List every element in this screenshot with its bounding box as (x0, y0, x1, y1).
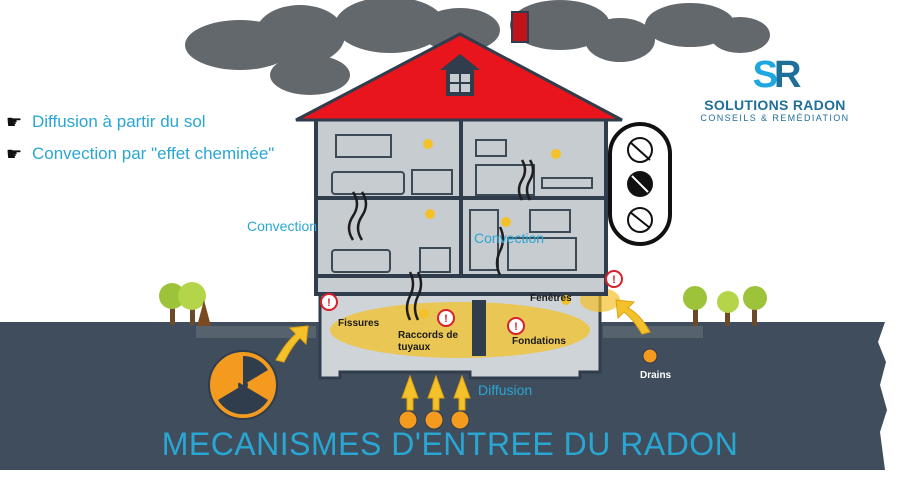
label-drains: Drains (640, 370, 672, 381)
label-fissures: Fissures (338, 318, 380, 329)
pointing-hand-icon: ☛ (6, 112, 23, 132)
pointing-hand-icon: ☛ (6, 144, 23, 164)
bullet-text: Diffusion à partir du sol (32, 112, 206, 131)
bullet-convection: ☛ Convection par "effet cheminée" (6, 142, 306, 166)
logo-name: SOLUTIONS RADON (704, 97, 846, 113)
roof-window (440, 54, 480, 96)
furniture (331, 134, 593, 273)
radon-entry-arrows (275, 299, 651, 411)
radon-symbols (419, 139, 571, 319)
mechanism-bullet-list: ☛ Diffusion à partir du sol ☛ Convection… (6, 110, 306, 174)
svg-text:!: ! (612, 274, 616, 286)
label-convection-right: Convection (474, 230, 545, 246)
label-fenetres: Fenêtres (530, 293, 572, 304)
bullet-diffusion: ☛ Diffusion à partir du sol (6, 110, 306, 134)
warning-markers: ! ! ! ! (320, 270, 623, 335)
label-convection-left: Convection (247, 218, 318, 234)
logo-tagline: CONSEILS & REMÉDIATION (700, 113, 850, 123)
health-warning-panel (608, 122, 672, 246)
solutions-radon-logo: SR SOLUTIONS RADON CONSEILS & REMÉDIATIO… (690, 55, 860, 123)
clouds (185, 0, 770, 95)
page-title: MECANISMES D'ENTREE DU RADON (161, 426, 739, 462)
convection-streams (347, 159, 535, 321)
label-raccords: Raccords de tuyaux (398, 330, 459, 353)
label-diffusion: Diffusion (478, 382, 533, 398)
small-radon-icons (398, 348, 658, 430)
radon-trefoil-icon (208, 350, 278, 420)
svg-text:!: ! (327, 297, 331, 309)
radon-cloud (330, 302, 590, 358)
bullet-text: Convection par "effet cheminée" (32, 144, 275, 163)
svg-text:!: ! (514, 321, 518, 333)
trees (159, 282, 767, 330)
logo-mark: SR (752, 54, 802, 96)
label-fondations: Fondations (512, 336, 566, 347)
svg-text:!: ! (444, 313, 448, 325)
